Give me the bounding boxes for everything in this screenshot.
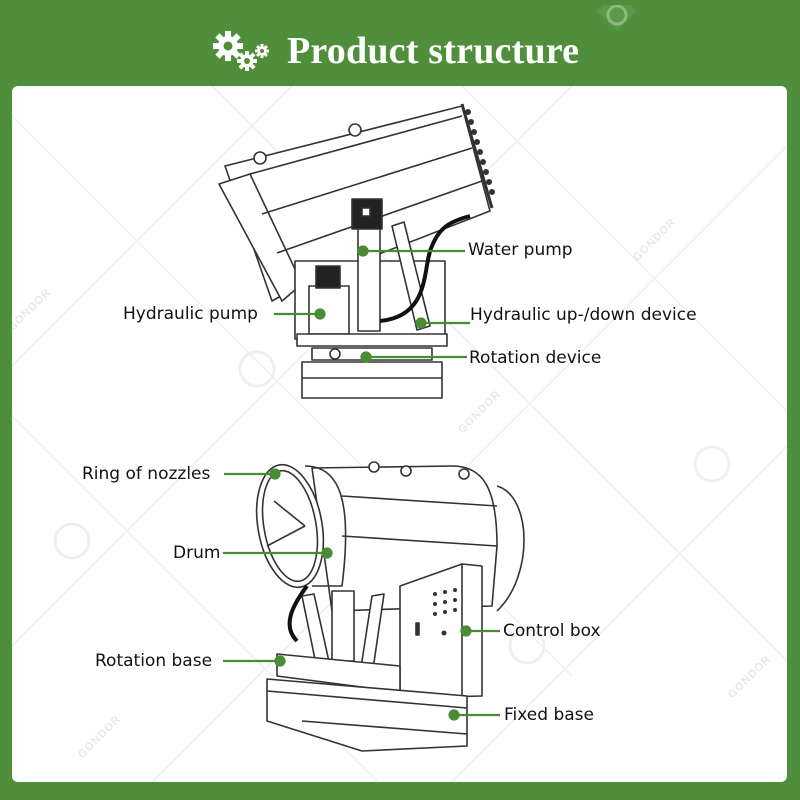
label-rotation-device: Rotation device — [469, 348, 602, 368]
content-panel: GONDOR GONDOR GONDOR GONDOR GONDOR — [12, 86, 787, 782]
gears-icon — [213, 31, 269, 71]
label-water-pump: Water pump — [468, 240, 573, 260]
watermark-logo-icon — [597, 5, 637, 31]
top-machine-drawing — [218, 103, 495, 399]
header: Product structure — [0, 0, 800, 86]
label-hydraulic-up-down-device: Hydraulic up-/down device — [470, 305, 697, 325]
label-drum: Drum — [173, 543, 221, 563]
label-hydraulic-pump: Hydraulic pump — [123, 304, 258, 324]
leader-lines — [223, 245, 500, 721]
label-rotation-base: Rotation base — [95, 651, 213, 671]
label-ring-of-nozzles: Ring of nozzles — [82, 464, 211, 484]
label-control-box: Control box — [503, 621, 601, 641]
label-fixed-base: Fixed base — [504, 705, 594, 725]
bottom-machine-drawing — [255, 461, 525, 752]
page-title: Product structure — [287, 30, 580, 72]
